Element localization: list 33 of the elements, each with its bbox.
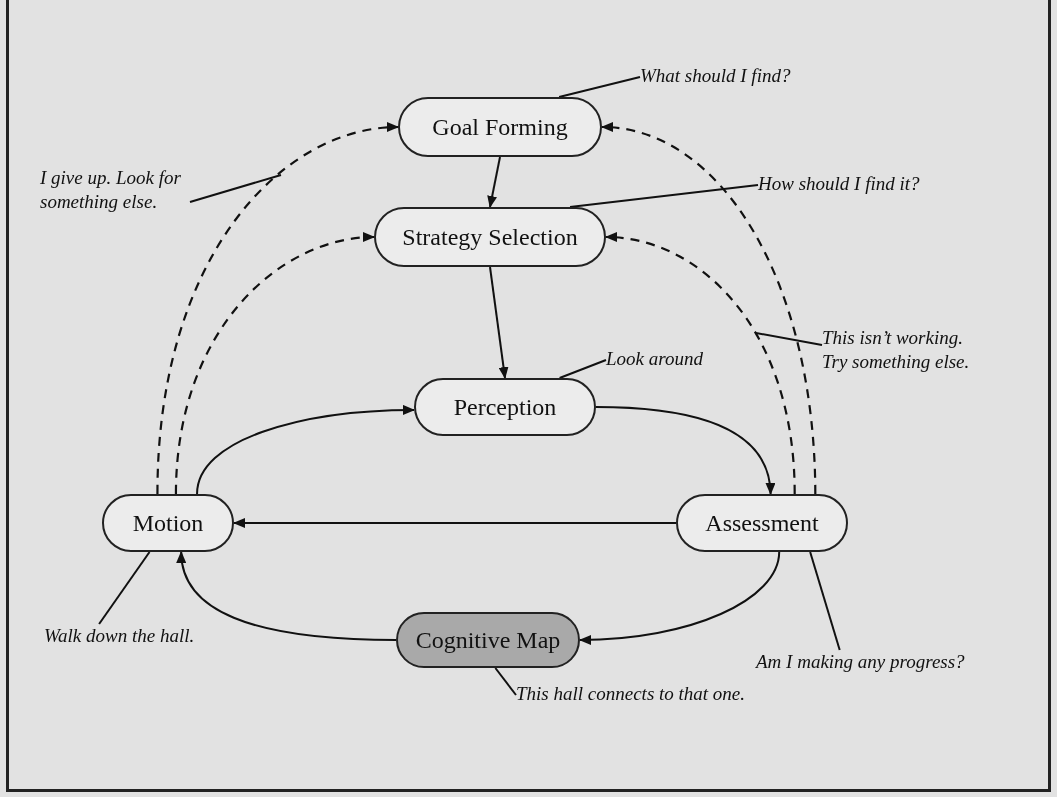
leader-line <box>558 359 607 379</box>
leader-line <box>98 551 151 625</box>
arrow <box>156 123 399 495</box>
annotation-text: What should I find? <box>640 64 820 90</box>
annotation-text: How should I find it? <box>758 172 958 198</box>
rounded-box: Motion <box>102 494 234 552</box>
leader-line <box>755 332 823 346</box>
annotation-text: This isn’t working. Try something else. <box>822 326 982 376</box>
arrow <box>233 518 677 528</box>
annotation-text: Look around <box>606 347 732 373</box>
leader-line <box>494 667 517 696</box>
arrow <box>489 266 509 379</box>
annotation-text: Am I making any progress? <box>756 650 1026 676</box>
arrow <box>579 551 781 645</box>
arrow <box>601 123 817 495</box>
annotation-text: Walk down the hall. <box>44 624 234 650</box>
arrow <box>487 156 501 208</box>
rounded-box: Assessment <box>676 494 848 552</box>
leader-line <box>189 174 282 203</box>
rounded-box: Goal Forming <box>398 97 602 157</box>
leader-line <box>558 76 641 98</box>
rounded-box: Strategy Selection <box>374 207 606 267</box>
rounded-box: Perception <box>414 378 596 436</box>
arrow <box>174 232 375 495</box>
arrow <box>595 406 775 495</box>
leader-line <box>569 184 759 208</box>
leader-line <box>809 551 841 651</box>
arrow <box>177 551 397 641</box>
arrow <box>605 232 796 495</box>
shaded-rounded-box: Cognitive Map <box>396 612 580 668</box>
arrow <box>196 405 415 495</box>
annotation-text: This hall connects to that one. <box>516 682 786 708</box>
annotation-text: I give up. Look for something else. <box>40 166 190 216</box>
